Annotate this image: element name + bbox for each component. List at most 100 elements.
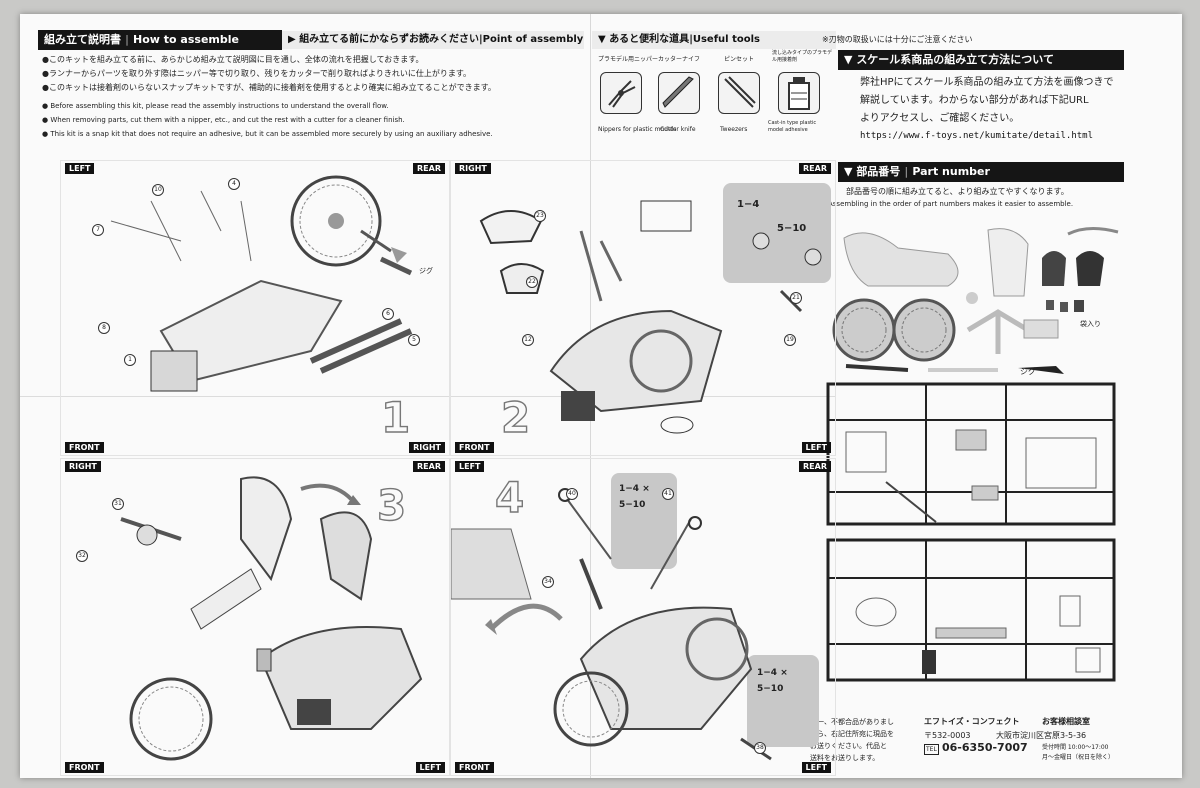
step-3-tag-left: LEFT <box>415 762 445 773</box>
part-callout: 12 <box>522 334 534 346</box>
part-callout: 4 <box>228 178 240 190</box>
assemble-header: 組み立て説明書|How to assemble <box>38 30 282 50</box>
scale-info-line-2: 解説しています。わからない部分があれば下記URL <box>860 95 1089 106</box>
company-name: エフトイズ・コンフェクト <box>924 717 1020 726</box>
chevron-down-icon: ▼ <box>844 165 853 178</box>
step-1-panel: LEFT REAR FRONT RIGHT ジグ 1 <box>60 160 450 456</box>
address: 大阪市淀川区宮原3-5-36 <box>996 731 1087 740</box>
step-2-number: 2 <box>500 392 531 442</box>
step-3-panel: RIGHT REAR FRONT LEFT 3 <box>60 458 450 776</box>
part-callout: 10 <box>152 184 164 196</box>
tool-tweezers-jp: ピンセット <box>724 56 755 63</box>
assemble-title: 組み立て説明書 <box>44 33 121 46</box>
part-callout: 31 <box>112 498 124 510</box>
step-4-tag-front: FRONT <box>455 762 494 773</box>
part-number-desc-en: Assembling in the order of part numbers … <box>828 200 1074 208</box>
step-3-drawing <box>120 476 423 761</box>
tools-title-en: Useful tools <box>692 34 760 45</box>
runner-diagram <box>826 382 1120 682</box>
fold-line-horizontal <box>20 396 835 397</box>
part-number-desc-jp: 部品番号の順に組み立てると、より組み立てやすくなります。 <box>846 187 1069 196</box>
contact-note-4: 送料をお送りします。 <box>810 754 880 762</box>
read-first-text: 組み立てる前にかならずお読みください <box>299 34 479 45</box>
chevron-down-icon: ▼ <box>844 53 853 66</box>
contact-note-1: 万一、不都合品がありまし <box>810 718 894 726</box>
scale-info-line-1: 弊社HPにてスケール系商品の組み立て方法を画像つきで <box>860 77 1114 88</box>
part-callout: 22 <box>526 276 538 288</box>
step-4-subassembly-box-b <box>747 655 819 747</box>
reception-days: 月〜金曜日（祝日を除く） <box>1042 754 1115 761</box>
step-2-range-a: 1−4 <box>737 199 760 210</box>
read-first-bar: ▶ 組み立てる前にかならずお読みください|Point of assembly <box>282 31 584 49</box>
bag-label: 袋入り <box>1080 320 1101 328</box>
part-callout: 34 <box>542 576 554 588</box>
part-number-title-en: Part number <box>912 165 990 178</box>
step-1-jig: ジグ <box>419 267 433 275</box>
tool-nippers-jp: プラモデル用ニッパー <box>598 56 659 63</box>
tool-cutter-en: Cutter knife <box>660 126 696 133</box>
step-4-tag-rear: REAR <box>799 461 831 472</box>
play-triangle-icon: ▶ <box>288 34 296 45</box>
nippers-icon <box>600 72 642 114</box>
instruction-sheet: 組み立て説明書|How to assemble ▶ 組み立てる前にかならずお読み… <box>20 14 1182 778</box>
part-callout: 21 <box>790 292 802 304</box>
step-3-tag-right: RIGHT <box>65 461 101 472</box>
adhesive-bottle-icon <box>778 72 820 114</box>
note-jp-3: ●このキットは接着剤のいらないスナップキットですが、補助的に接着剤を使用するとよ… <box>42 83 496 92</box>
step-4-range-a-2: 1−4 × <box>757 668 788 678</box>
note-en-1: ● Before assembling this kit, please rea… <box>42 102 389 110</box>
step-4-number: 4 <box>494 472 525 522</box>
step-1-tag-front: FRONT <box>65 442 104 453</box>
part-callout: 41 <box>662 488 674 500</box>
contact-note-3: お送りください。代品と <box>810 742 887 750</box>
phone-number: 06-6350-7007 <box>942 741 1028 754</box>
step-1-tag-right: RIGHT <box>409 442 445 453</box>
part-callout: 40 <box>566 488 578 500</box>
step-2-drawing <box>479 200 822 434</box>
part-number-title: 部品番号 <box>856 165 901 178</box>
tools-title: あると便利な道具 <box>609 34 690 45</box>
part-callout: 7 <box>92 224 104 236</box>
point-of-assembly-text: Point of assembly <box>482 34 584 45</box>
step-4-tag-left-bottom: LEFT <box>801 762 831 773</box>
tweezers-icon <box>718 72 760 114</box>
note-jp-2: ●ランナーからパーツを取り外す際はニッパー等で切り取り、残りをカッターで削り取れ… <box>42 69 472 78</box>
part-callout: 23 <box>534 210 546 222</box>
step-4-tag-left: LEFT <box>455 461 485 472</box>
tools-caution: ※刃物の取扱いには十分にご注意ください <box>822 35 973 44</box>
part-callout: 1 <box>124 354 136 366</box>
step-1-number: 1 <box>380 392 411 442</box>
part-callout: 19 <box>784 334 796 346</box>
phone-label: TEL <box>924 744 939 755</box>
part-callout: 6 <box>382 308 394 320</box>
tool-tweezers-en: Tweezers <box>720 126 748 133</box>
part-callout: 38 <box>754 742 766 754</box>
zip-code: 〒532-0003 <box>924 731 971 740</box>
step-2-tag-right: RIGHT <box>455 163 491 174</box>
step-2-subassembly-box <box>723 183 831 283</box>
tool-adhesive-en: Cast-in type plastic model adhesive <box>768 120 817 133</box>
step-3-tag-rear: REAR <box>413 461 445 472</box>
runner-frames-drawing <box>826 382 1116 682</box>
step-1-drawing <box>110 175 413 392</box>
step-2-tag-front: FRONT <box>455 442 494 453</box>
tools-bar: ▼ あると便利な道具|Useful tools <box>592 31 836 49</box>
part-callout: 5 <box>408 334 420 346</box>
part-number-header: ▼ 部品番号|Part number <box>838 162 1124 182</box>
part-callout: 8 <box>98 322 110 334</box>
note-en-2: ● When removing parts, cut them with a n… <box>42 116 405 124</box>
step-4-range-b: 5−10 <box>619 500 646 510</box>
reception-hours: 受付時間 10:00〜17:00 <box>1042 744 1109 751</box>
step-2-tag-rear: REAR <box>799 163 831 174</box>
step-1-tag-rear: REAR <box>413 163 445 174</box>
tool-nippers-en: Nippers for plastic models <box>598 126 677 133</box>
step-3-number: 3 <box>376 480 407 530</box>
note-jp-1: ●このキットを組み立てる前に、あらかじめ組み立て説明図に目を通し、全体の流れを把… <box>42 55 424 64</box>
part-callout: 32 <box>76 550 88 562</box>
kumitate-url-link[interactable]: https://www.f-toys.net/kumitate/detail.h… <box>860 131 1093 141</box>
step-4-range-b-2: 5−10 <box>757 684 784 694</box>
parts-photo <box>828 214 1128 382</box>
step-4-drawing <box>451 488 772 761</box>
chevron-down-icon: ▼ <box>598 34 606 45</box>
tool-adhesive-jp: 流し込みタイプのプラモデル用接着剤 <box>772 50 833 63</box>
